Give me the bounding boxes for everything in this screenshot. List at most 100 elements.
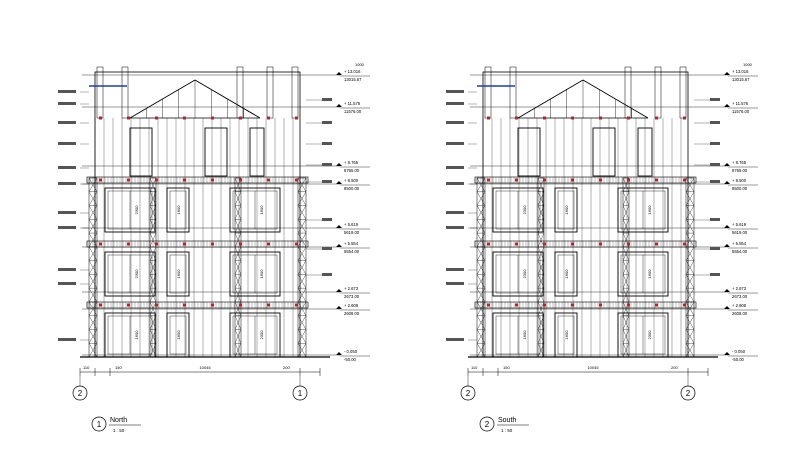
view-number-bubble <box>91 416 107 432</box>
right-tag-mark <box>322 273 332 276</box>
tag-marker <box>655 178 658 182</box>
window-tag: 1600 <box>176 330 181 340</box>
brace-diagonal <box>685 315 695 330</box>
window-frame <box>637 127 653 177</box>
level-marker <box>724 104 730 107</box>
level-elevation: - 0.050 <box>732 349 746 354</box>
brace-diagonal <box>88 343 98 358</box>
level-elevation: + 2.608 <box>344 303 359 308</box>
brace-diagonal <box>297 191 307 206</box>
tag-marker <box>99 178 102 182</box>
left-tag-mark <box>446 282 464 285</box>
level-marker <box>724 306 730 309</box>
level-elevation: + 11.576 <box>732 101 749 106</box>
window-tag: 1600 <box>259 269 264 279</box>
tag-marker <box>543 178 546 182</box>
left-tag-mark <box>446 142 464 145</box>
window-tag: 1600 <box>647 269 652 279</box>
right-tag-mark <box>322 180 332 183</box>
tag-marker <box>515 116 518 120</box>
level-absolute: 5619.00 <box>732 230 748 235</box>
right-tag-mark <box>322 121 332 124</box>
right-tag-mark <box>710 247 720 250</box>
level-marker <box>336 181 342 184</box>
tag-marker <box>99 242 102 246</box>
tag-marker <box>127 242 130 246</box>
level-absolute: 5554.00 <box>344 249 360 254</box>
brace-diagonal <box>234 219 242 234</box>
brace-diagonal <box>297 205 307 220</box>
tag-marker <box>295 303 298 307</box>
tag-marker <box>239 178 242 182</box>
window-tag: 1600 <box>522 330 527 340</box>
brace-diagonal <box>476 301 486 316</box>
brace-diagonal <box>88 301 98 316</box>
tag-marker <box>267 178 270 182</box>
brace-diagonal <box>476 177 486 192</box>
window-glass <box>169 315 187 355</box>
window-frame <box>554 187 578 233</box>
level-absolute: 8500.00 <box>732 186 748 191</box>
tag-marker <box>99 116 102 120</box>
tag-marker <box>155 242 158 246</box>
tag-marker <box>239 116 242 120</box>
left-tag-mark <box>58 268 76 271</box>
brace-diagonal <box>234 343 242 358</box>
left-tag-mark <box>58 102 76 105</box>
brace-diagonal <box>476 329 486 344</box>
brace-diagonal <box>476 260 486 275</box>
left-tag-mark <box>446 90 464 93</box>
window-tag: 2300 <box>259 330 264 340</box>
brace-diagonal <box>476 343 486 358</box>
left-tag-mark <box>58 166 76 169</box>
tag-marker <box>683 303 686 307</box>
level-absolute: 11576.00 <box>732 109 750 114</box>
tag-marker <box>295 242 298 246</box>
level-elevation: - 0.050 <box>344 349 358 354</box>
window-tag: 1600 <box>259 205 264 215</box>
tag-marker <box>571 242 574 246</box>
level-absolute: 2673.00 <box>732 294 748 299</box>
brace-diagonal <box>88 260 98 275</box>
dim-value: 150 <box>503 365 510 370</box>
brace-diagonal <box>234 274 242 289</box>
brace-diagonal <box>234 288 242 302</box>
brace-diagonal <box>149 233 157 247</box>
brace-diagonal <box>297 232 307 247</box>
level-marker <box>724 244 730 247</box>
tag-marker <box>599 242 602 246</box>
brace-diagonal <box>476 246 486 261</box>
brace-diagonal <box>685 232 695 247</box>
tag-marker <box>571 116 574 120</box>
tag-marker <box>267 242 270 246</box>
level-elevation: + 8.765 <box>344 160 359 165</box>
window-tag: 1600 <box>647 205 652 215</box>
tag-marker <box>627 116 630 120</box>
grid-label: 2 <box>466 389 471 398</box>
level-marker <box>336 72 342 75</box>
window-tag: 1600 <box>564 269 569 279</box>
window-glass <box>557 254 575 294</box>
tag-marker <box>599 178 602 182</box>
facade-outline <box>94 71 301 358</box>
tag-marker <box>655 242 658 246</box>
window-tag: 2300 <box>134 269 139 279</box>
level-elevation: + 2.608 <box>732 303 747 308</box>
level-marker <box>724 72 730 75</box>
tag-marker <box>211 116 214 120</box>
right-tag-mark <box>710 218 720 221</box>
tag-marker <box>239 303 242 307</box>
tag-marker <box>487 178 490 182</box>
level-elevation: + 5.554 <box>732 241 747 246</box>
level-absolute: -50.00 <box>732 357 745 362</box>
brace-diagonal <box>622 205 630 220</box>
level-marker <box>336 104 342 107</box>
brace-diagonal <box>297 301 307 316</box>
window-frame <box>229 187 281 233</box>
level-marker <box>724 163 730 166</box>
tag-marker <box>543 116 546 120</box>
window-frame <box>104 251 156 297</box>
level-elevation: + 11.576 <box>344 101 361 106</box>
level-elevation: + 13.016 <box>344 69 361 74</box>
